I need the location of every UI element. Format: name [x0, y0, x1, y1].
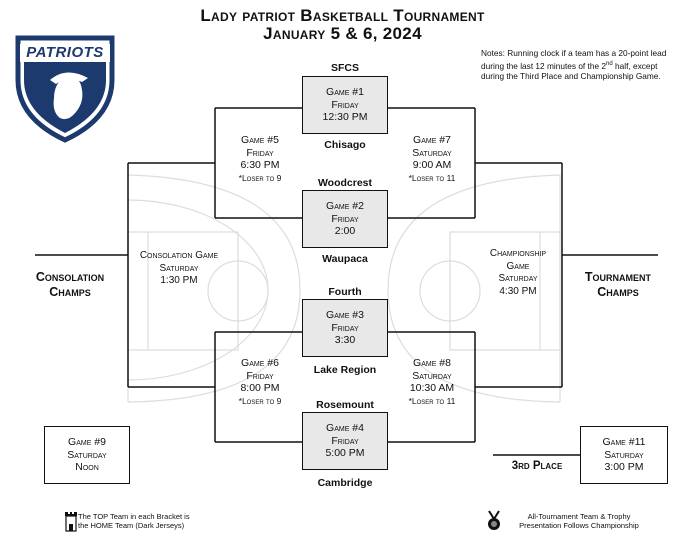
consolation-time: 1:30 PM: [160, 275, 198, 286]
trophy-note-1: All-Tournament Team & Trophy: [527, 512, 631, 521]
game-6-day: Friday: [246, 369, 274, 382]
game-6-note: *Loser to 9: [238, 395, 282, 406]
championship-day: Saturday: [498, 273, 538, 284]
championship-label-2: Game: [506, 260, 530, 272]
game-4-time: 5:00 PM: [325, 447, 365, 459]
game-8-day: Saturday: [412, 369, 452, 382]
game-5-day: Friday: [246, 146, 274, 159]
consolation-champs-line-2: Champs: [49, 285, 91, 299]
home-team-note-2: the HOME Team (Dark Jerseys): [78, 521, 185, 530]
consolation-champs-line-1: Consolation: [35, 270, 105, 284]
game-1-box: Game #1 Friday 12:30 PM: [302, 76, 388, 134]
third-place-label: 3rd Place: [511, 460, 563, 472]
game-11-day: Saturday: [604, 448, 644, 461]
tournament-champs-label: Tournament Champs: [568, 270, 668, 300]
game-1-day: Friday: [331, 98, 359, 111]
game-4-box: Game #4 Friday 5:00 PM: [302, 412, 388, 470]
game-5-note: *Loser to 9: [238, 172, 282, 183]
game-9-time: Noon: [75, 461, 99, 473]
notes-text: Notes: Running clock if a team has a 20-…: [481, 48, 667, 81]
championship-game-info: Championship Game Saturday 4:30 PM: [476, 248, 560, 298]
game-9-label: Game #9: [68, 436, 106, 448]
team-cambridge: Cambridge: [317, 477, 373, 489]
game-3-label: Game #3: [326, 309, 364, 321]
game-8-note: *Loser to 11: [408, 395, 456, 406]
game-3-box: Game #3 Friday 3:30: [302, 299, 388, 357]
game-2-time: 2:00: [334, 225, 356, 237]
game-1-time: 12:30 PM: [322, 111, 368, 123]
game-7-day: Saturday: [412, 146, 452, 159]
game-7-note: *Loser to 11: [408, 172, 456, 183]
team-waupaca: Waupaca: [322, 253, 368, 265]
trophy-note-2: Presentation Follows Championship: [519, 521, 639, 530]
tower-icon: [64, 510, 78, 532]
game-9-box: Game #9 Saturday Noon: [44, 426, 130, 484]
game-6-time: 8:00 PM: [240, 382, 280, 394]
trophy-note: All-Tournament Team & Trophy Presentatio…: [504, 512, 654, 530]
game-11-box: Game #11 Saturday 3:00 PM: [580, 426, 668, 484]
game-9-day: Saturday: [67, 448, 107, 461]
game-2-box: Game #2 Friday 2:00: [302, 190, 388, 248]
tournament-champs-line-2: Champs: [597, 285, 639, 299]
game-8-time: 10:30 AM: [409, 382, 455, 394]
tournament-title: Lady patriot Basketball Tournament: [200, 6, 485, 25]
game-4-label: Game #4: [326, 422, 364, 434]
logo-text: PATRIOTS: [26, 44, 104, 61]
home-team-note-1: The TOP Team in each Bracket is: [78, 512, 190, 521]
consolation-day: Saturday: [159, 262, 199, 274]
game-8-label: Game #8: [413, 357, 451, 369]
game-4-day: Friday: [331, 434, 359, 447]
consolation-game-info: Consolation Game Saturday 1:30 PM: [128, 250, 230, 288]
medal-icon: [486, 510, 502, 532]
team-lake-region: Lake Region: [313, 364, 377, 376]
championship-time: 4:30 PM: [499, 285, 537, 297]
game-2-label: Game #2: [326, 200, 364, 212]
game-11-time: 3:00 PM: [604, 461, 644, 473]
tournament-champs-line-1: Tournament: [584, 270, 652, 284]
game-8-info: Game #8 Saturday 10:30 AM *Loser to 11: [392, 357, 472, 407]
tournament-dates: January 5 & 6, 2024: [263, 24, 422, 43]
team-chisago: Chisago: [324, 139, 366, 151]
game-2-day: Friday: [331, 212, 359, 225]
home-team-note: The TOP Team in each Bracket is the HOME…: [78, 512, 218, 530]
patriots-logo: PATRIOTS: [10, 32, 120, 144]
championship-label-1: Championship: [489, 248, 547, 259]
game-7-time: 9:00 AM: [412, 159, 452, 171]
game-5-label: Game #5: [241, 134, 279, 146]
game-3-time: 3:30: [334, 334, 356, 346]
game-7-info: Game #7 Saturday 9:00 AM *Loser to 11: [392, 134, 472, 184]
team-sfcs: SFCS: [330, 62, 359, 74]
game-7-label: Game #7: [413, 134, 451, 146]
team-woodcrest: Woodcrest: [317, 177, 373, 189]
game-11-label: Game #11: [602, 436, 646, 448]
game-5-time: 6:30 PM: [240, 159, 280, 171]
game-3-day: Friday: [331, 321, 359, 334]
consolation-label: Consolation Game: [139, 250, 219, 261]
consolation-champs-label: Consolation Champs: [20, 270, 120, 300]
team-fourth: Fourth: [328, 286, 362, 298]
game-6-info: Game #6 Friday 8:00 PM *Loser to 9: [220, 357, 300, 407]
game-6-label: Game #6: [241, 357, 279, 369]
game-1-label: Game #1: [326, 86, 364, 98]
game-5-info: Game #5 Friday 6:30 PM *Loser to 9: [220, 134, 300, 184]
team-rosemount: Rosemount: [316, 399, 374, 411]
